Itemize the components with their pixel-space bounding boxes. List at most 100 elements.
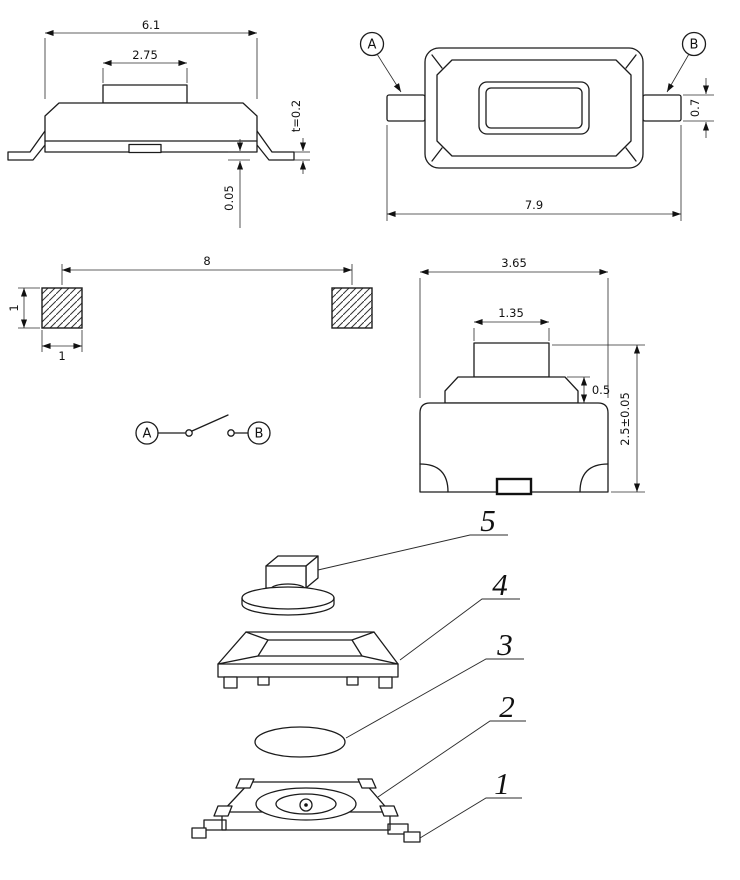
terminal-a-callout: A: [359, 31, 402, 93]
dim-pad-pitch: 8: [203, 254, 210, 268]
side-view-button: [102, 84, 188, 104]
cover-opening: [257, 639, 363, 657]
cover-bevel-line: [361, 655, 399, 665]
cover-leg-right: [378, 676, 393, 689]
cover-bevel-line: [245, 631, 269, 641]
dim-side-total-width-group: 6.1: [44, 18, 258, 99]
land-pad-right: [331, 287, 373, 329]
side-view-left-lead: [7, 130, 50, 161]
part-dome: [254, 726, 346, 758]
bezel-corner-line: [625, 147, 637, 162]
schematic-terminal-b-label: B: [255, 427, 264, 442]
dim-front-button-width: 1.35: [498, 306, 524, 320]
base-terminal-left-a: [203, 819, 227, 831]
base-center-dot: [304, 803, 308, 807]
schematic-contact-right: [227, 429, 235, 437]
side-view-body: [44, 102, 258, 153]
part-base: [191, 778, 421, 843]
part-number-5: 5: [480, 503, 496, 538]
part-number-2: 2: [499, 689, 515, 724]
dim-pad-width-group: 1: [41, 330, 83, 363]
base-claw-tl: [235, 778, 255, 789]
terminal-b-callout: B: [666, 31, 707, 93]
leader-line-part-4: [399, 598, 520, 661]
part-number-1: 1: [494, 766, 510, 801]
leader-line-part-2: [377, 720, 526, 798]
dim-pad-height-group: 1: [7, 287, 40, 329]
side-view: 6.1 2.75 t=0.2 0.05: [7, 18, 310, 228]
dim-front-body-width: 3.65: [501, 256, 527, 270]
front-view-button: [473, 342, 550, 378]
part-number-4: 4: [492, 567, 508, 602]
dim-side-lead-thickness-group: t=0.2: [289, 100, 310, 174]
terminal-b-label: B: [690, 38, 699, 53]
leader-line-a: [376, 53, 402, 93]
top-view-bezel: [436, 59, 632, 157]
dim-pad-pitch-group: 8: [61, 254, 353, 285]
top-view-terminal-left: [386, 94, 426, 122]
base-claw-bl: [213, 805, 233, 817]
schematic-terminal-a-label: A: [143, 427, 152, 442]
base-skirt: [221, 811, 391, 831]
dim-side-button-width-group: 2.75: [102, 48, 188, 83]
base-claw-br: [379, 805, 399, 817]
dim-top-overall-length-group: 7.9: [386, 125, 682, 221]
base-contact-ring: [275, 793, 337, 815]
circuit-schematic: A B: [135, 414, 271, 445]
front-view-foot-right: [579, 463, 609, 493]
dim-front-button-height: 0.5: [592, 383, 610, 397]
dim-top-overall-length: 7.9: [525, 198, 543, 212]
dim-side-standoff: 0.05: [222, 185, 236, 211]
top-view-button-window-inner: [485, 87, 583, 129]
land-pad-left: [41, 287, 83, 329]
part-actuator: [241, 555, 335, 616]
schematic-contact-left: [185, 429, 193, 437]
cover-skirt: [217, 663, 399, 678]
dim-pad-width: 1: [58, 349, 65, 363]
cover-bevel-line: [217, 655, 259, 665]
front-view-foot-left: [419, 463, 449, 493]
schematic-lever: [191, 414, 229, 432]
side-view-bottom-notch: [128, 143, 162, 154]
dim-side-total-width: 6.1: [142, 18, 160, 32]
cover-bevel-line: [351, 631, 375, 641]
terminal-a-label: A: [368, 38, 377, 53]
top-view: A B 7.9 0.7: [359, 31, 714, 221]
leader-line-b: [666, 53, 690, 93]
cover-tab-left: [257, 676, 270, 686]
bezel-corner-line: [625, 54, 637, 69]
bezel-corner-line: [431, 147, 443, 162]
top-view-body-outline: [424, 47, 644, 169]
top-view-button-window-outer: [478, 81, 590, 135]
side-view-right-lead: [252, 130, 295, 161]
terminal-a-callout-circle: [359, 31, 385, 57]
top-view-terminal-right: [642, 94, 682, 122]
dim-side-lead-thickness: t=0.2: [289, 100, 303, 132]
front-view-shoulder: [444, 376, 579, 404]
dim-top-terminal-width: 0.7: [688, 99, 702, 117]
cover-leg-left: [223, 676, 238, 689]
leader-line-part-3: [345, 658, 524, 739]
dim-front-body-width-group: 3.65: [419, 256, 609, 398]
dim-side-standoff-group: 0.05: [222, 139, 250, 228]
actuator-plate-top: [241, 586, 335, 610]
base-terminal-left-b: [191, 827, 207, 839]
leader-line-part-1: [419, 797, 522, 839]
part-number-3: 3: [496, 627, 513, 662]
cover-tab-right: [346, 676, 359, 686]
front-view-bottom-tab: [495, 477, 533, 496]
part-callouts: 5 4 3 2 1: [317, 503, 526, 839]
front-view-body: [419, 402, 609, 493]
dim-front-button-height-group: 0.5: [567, 376, 610, 404]
dim-front-total-height-group: 2.5±0.05: [552, 344, 645, 493]
dim-front-total-height: 2.5±0.05: [618, 392, 632, 446]
land-pattern-view: 8 1 1: [7, 254, 373, 363]
dim-front-button-width-group: 1.35: [473, 306, 550, 341]
front-view: 3.65 1.35 0.5 2.5±0.05: [419, 256, 645, 496]
leader-line-part-5: [317, 534, 508, 571]
dim-side-button-width: 2.75: [132, 48, 158, 62]
terminal-b-callout-circle: [681, 31, 707, 57]
schematic-node-b: [247, 421, 271, 445]
